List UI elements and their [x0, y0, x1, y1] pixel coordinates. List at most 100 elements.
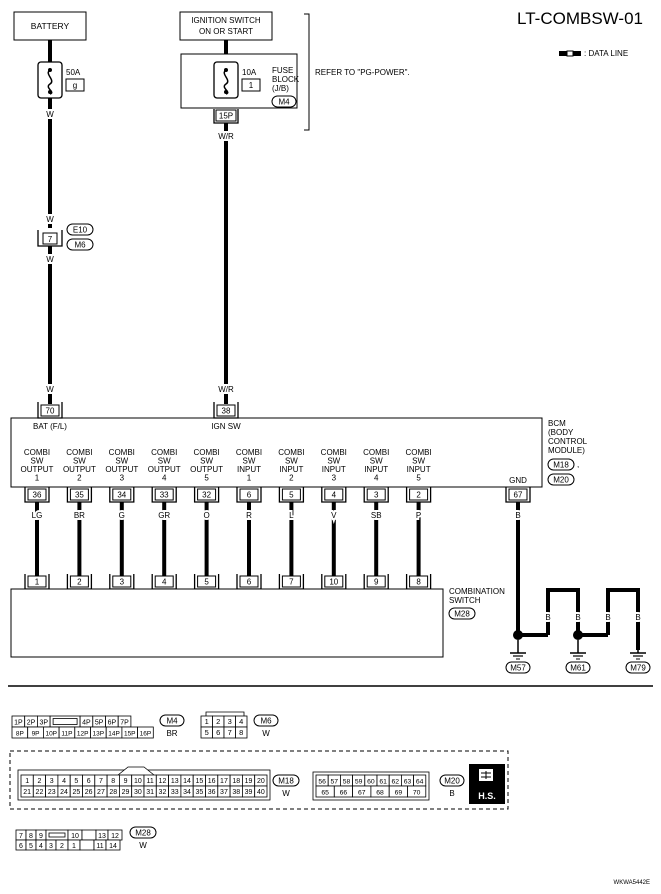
bcm-ign-wire: W/R [218, 385, 234, 394]
bcm-name-2: (BODY [548, 428, 574, 437]
switch-terminal-pin: 4 [162, 578, 167, 587]
connector-m18-id: M18 [278, 777, 294, 786]
connector-pin: 11P [61, 731, 72, 738]
bcm-name-1: BCM [548, 419, 566, 428]
ground-wire-2: B [575, 613, 580, 622]
bcm-terminal-pin: 36 [33, 491, 42, 500]
ignition-wire-color: W/R [218, 132, 234, 141]
connector-pin: 34 [183, 789, 191, 796]
bcm-terminal-label: INPUT [407, 465, 431, 474]
bcm-terminal-pin: 4 [332, 491, 337, 500]
ground-m79: M79 [630, 664, 646, 673]
bcm-terminal-pin: 34 [117, 491, 126, 500]
connector-pin: 35 [195, 789, 203, 796]
connector-pin: 38 [232, 789, 240, 796]
fuse-block: 10A 1 FUSE BLOCK (J/B) M4 [180, 53, 300, 109]
connector-pin: 8P [16, 731, 24, 738]
bcm-connectors-dashed-frame [9, 750, 509, 810]
bcm-terminal-label: 4 [374, 474, 379, 483]
bcm-terminal-label: OUTPUT [190, 465, 223, 474]
bcm-terminals: COMBISWOUTPUT136LG1INPUT1COMBISWOUTPUT23… [21, 448, 436, 611]
connector-pin: 5 [29, 843, 33, 850]
connector-pin: 8 [111, 778, 115, 785]
wire-color: V [331, 511, 337, 520]
connector-pin: 25 [72, 789, 80, 796]
connector-pin: 4 [239, 717, 243, 726]
bcm-terminal-label: SW [31, 457, 44, 466]
bcm-terminal-label: 4 [162, 474, 167, 483]
connector-pin: 6 [87, 778, 91, 785]
bcm-terminal-label: SW [158, 457, 171, 466]
connector-pin: 17 [220, 778, 228, 785]
bcm-terminal-label: 1 [247, 474, 252, 483]
bcm-terminal-pin: 35 [75, 491, 84, 500]
connector-pin: 8 [239, 728, 243, 737]
inline-connector: 7 E10 M6 [37, 223, 94, 251]
connector-pin: 70 [413, 790, 421, 797]
connector-pin: 65 [321, 790, 329, 797]
bcm-conn-comma: , [577, 460, 579, 469]
bcm-terminal-7: COMBISWINPUT25L7OUTPUT2 [275, 448, 308, 611]
connector-pin: 64 [416, 779, 424, 786]
wire-color: G [119, 511, 125, 520]
connector-pin: 15P [124, 731, 136, 738]
fuse-block-label-1: FUSE [272, 66, 293, 75]
wire-color: LG [32, 511, 43, 520]
connector-pin: 1P [14, 720, 23, 727]
bcm-terminal-label: SW [200, 457, 213, 466]
bcm-terminal-label: COMBI [405, 448, 431, 457]
combination-switch-label-2: SWITCH [449, 596, 481, 605]
connector-pin: 3P [39, 720, 48, 727]
bcm-terminal-label: COMBI [66, 448, 92, 457]
switch-terminal-pin: 6 [247, 578, 252, 587]
connector-pin: 2 [60, 843, 64, 850]
bcm-conn-m18: M18 [553, 461, 569, 470]
bcm-bat-wire: W [46, 385, 54, 394]
bcm-gnd-pin: 67 [514, 491, 523, 500]
connector-pin: 2 [216, 717, 220, 726]
connector-pin: 1 [25, 778, 29, 785]
connector-pin: 7 [228, 728, 232, 737]
ignition-fuse-amp: 10A [242, 68, 257, 77]
ignition-fuse-id: 1 [249, 81, 254, 90]
connector-pin: 3 [50, 778, 54, 785]
bcm-ign-pin: 38 IGN SW [211, 402, 241, 431]
connector-pin: 4 [62, 778, 66, 785]
switch-terminal-pin: 5 [204, 578, 209, 587]
connector-m6-tag: M6 W [253, 714, 279, 738]
connector-pin: 11 [147, 778, 154, 785]
bcm-terminal-label: 3 [120, 474, 125, 483]
connector-pin: 5P [95, 720, 104, 727]
bcm-terminal-label: INPUT [322, 465, 346, 474]
connector-pin: 32 [159, 789, 167, 796]
connector-pin: 7 [19, 833, 23, 840]
connector-m28-id: M28 [135, 829, 151, 838]
connector-pin: 18 [232, 778, 240, 785]
connector-pin: 29 [122, 789, 130, 796]
bcm-terminal-label: COMBI [236, 448, 262, 457]
bcm-terminal-label: OUTPUT [21, 465, 54, 474]
bcm-terminal-3: COMBISWOUTPUT334G3INPUT3 [105, 448, 138, 611]
wire-color: L [289, 511, 294, 520]
connector-pin: 5 [205, 728, 209, 737]
connector-pin: 36 [208, 789, 216, 796]
connector-pin: 8 [29, 833, 33, 840]
connector-pin: 13P [93, 731, 105, 738]
connector-pin: 27 [97, 789, 105, 796]
bcm-conn-m20: M20 [553, 476, 569, 485]
connector-pin: 60 [367, 779, 375, 786]
switch-terminal-pin: 10 [329, 578, 338, 587]
bcm-terminal-label: COMBI [321, 448, 347, 457]
connector-m6-id: M6 [260, 717, 272, 726]
bcm-terminal-label: OUTPUT [63, 465, 96, 474]
connector-pin: 26 [85, 789, 93, 796]
connector-pin: 6 [19, 843, 23, 850]
bcm-terminal-label: COMBI [363, 448, 389, 457]
ground-wire-3: B [605, 613, 610, 622]
connector-pin: 12 [159, 778, 167, 785]
bcm-gnd-label: GND [509, 476, 527, 485]
connector-pin: 23 [48, 789, 56, 796]
wire-color: GR [158, 511, 170, 520]
